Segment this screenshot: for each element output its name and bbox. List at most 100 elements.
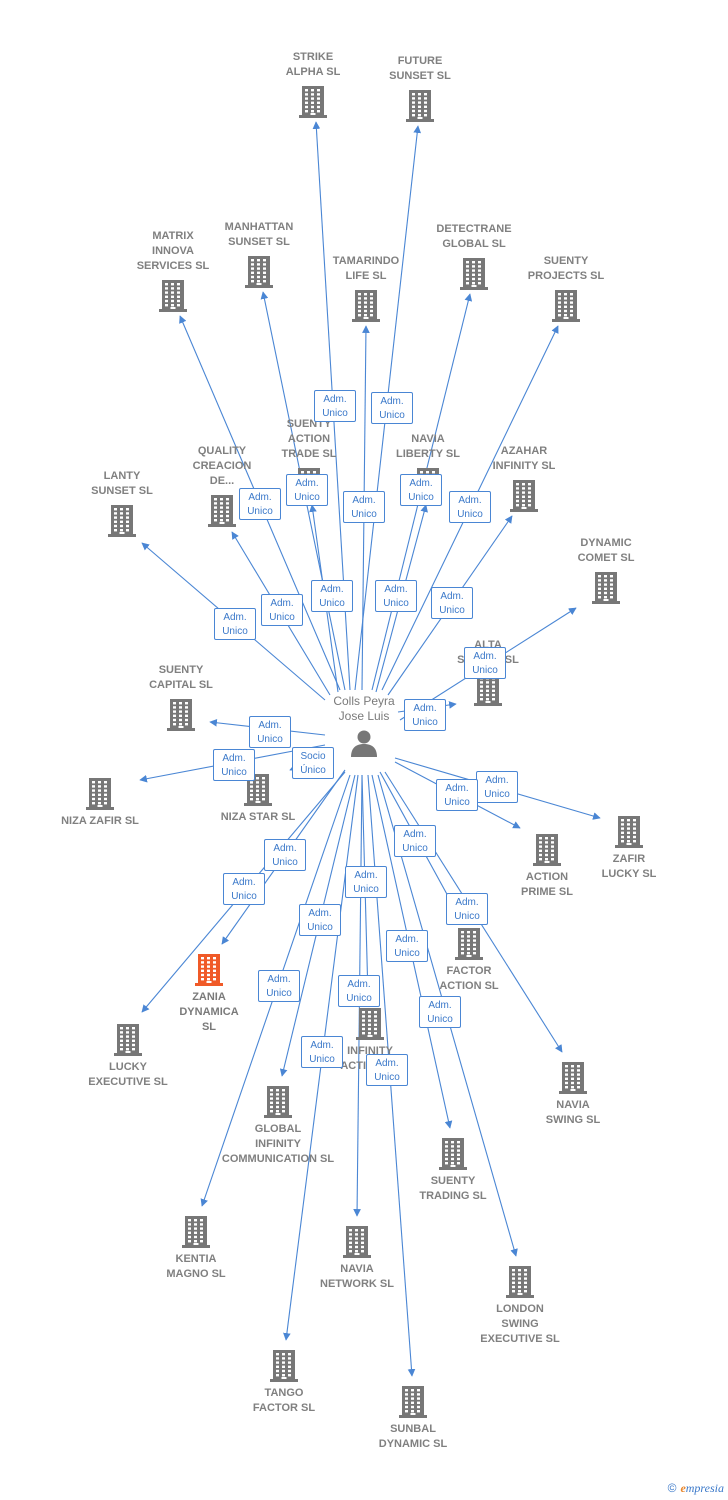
building-icon: [195, 954, 223, 986]
role-badge[interactable]: Adm. Unico: [375, 580, 417, 612]
role-badge[interactable]: Adm. Unico: [343, 491, 385, 523]
company-label: NIZA ZAFIR SL: [61, 815, 139, 827]
company-label: NIZA STAR SL: [220, 811, 296, 823]
role-badge[interactable]: Adm. Unico: [431, 587, 473, 619]
role-badge[interactable]: Adm. Unico: [419, 996, 461, 1028]
person-node[interactable]: Colls Peyra Jose Luis: [304, 694, 424, 758]
brand-initial: e: [680, 1481, 686, 1495]
company-node-zafirlucky[interactable]: ZAFIR LUCKY SL: [569, 814, 689, 882]
building-icon: [245, 256, 273, 288]
role-badge[interactable]: Socio Único: [292, 747, 334, 779]
company-label: TAMARINDO LIFE SL: [332, 255, 400, 282]
role-badge[interactable]: Adm. Unico: [338, 975, 380, 1007]
role-badge[interactable]: Adm. Unico: [404, 699, 446, 731]
company-node-suentycap[interactable]: SUENTY CAPITAL SL: [121, 663, 241, 731]
company-label: LANTY SUNSET SL: [91, 470, 153, 497]
role-badge[interactable]: Adm. Unico: [264, 839, 306, 871]
role-badge[interactable]: Adm. Unico: [314, 390, 356, 422]
company-node-nizastar[interactable]: NIZA STAR SL: [198, 772, 318, 825]
building-icon: [108, 505, 136, 537]
building-icon: [506, 1266, 534, 1298]
role-badge[interactable]: Adm. Unico: [394, 825, 436, 857]
building-icon: [159, 280, 187, 312]
building-icon: [299, 86, 327, 118]
company-label: DETECTRANE GLOBAL SL: [436, 223, 512, 250]
company-label: NAVIA SWING SL: [545, 1099, 601, 1126]
company-label: MATRIX INNOVA SERVICES SL: [136, 230, 210, 272]
building-icon: [182, 1216, 210, 1248]
company-label: QUALITY CREACION DE...: [192, 445, 252, 487]
building-icon: [592, 572, 620, 604]
company-node-lanty[interactable]: LANTY SUNSET SL: [62, 469, 182, 537]
company-label: MANHATTAN SUNSET SL: [224, 221, 294, 248]
company-node-dynamic[interactable]: DYNAMIC COMET SL: [546, 536, 666, 604]
role-badge[interactable]: Adm. Unico: [214, 608, 256, 640]
role-badge[interactable]: Adm. Unico: [261, 594, 303, 626]
role-badge[interactable]: Adm. Unico: [400, 474, 442, 506]
role-badge[interactable]: Adm. Unico: [449, 491, 491, 523]
role-badge[interactable]: Adm. Unico: [213, 749, 255, 781]
company-node-naviaswing[interactable]: NAVIA SWING SL: [513, 1060, 633, 1128]
company-label: KENTIA MAGNO SL: [166, 1253, 226, 1280]
brand-footer: ©empresia: [668, 1481, 724, 1496]
company-node-kentia[interactable]: KENTIA MAGNO SL: [136, 1214, 256, 1282]
role-badge[interactable]: Adm. Unico: [239, 488, 281, 520]
company-node-suentyproj[interactable]: SUENTY PROJECTS SL: [506, 254, 626, 322]
company-node-factor[interactable]: FACTOR ACTION SL: [409, 926, 529, 994]
company-node-navianet[interactable]: NAVIA NETWORK SL: [297, 1224, 417, 1292]
company-label: SUENTY PROJECTS SL: [527, 255, 605, 282]
company-node-nizazafir[interactable]: NIZA ZAFIR SL: [40, 776, 160, 829]
company-node-sunbal[interactable]: SUNBAL DYNAMIC SL: [353, 1384, 473, 1452]
role-badge[interactable]: Adm. Unico: [258, 970, 300, 1002]
company-node-azahar[interactable]: AZAHAR INFINITY SL: [464, 444, 584, 512]
person-name: Colls Peyra Jose Luis: [333, 694, 395, 723]
company-label: NAVIA NETWORK SL: [320, 1263, 394, 1290]
role-badge[interactable]: Adm. Unico: [311, 580, 353, 612]
role-badge[interactable]: Adm. Unico: [464, 647, 506, 679]
company-node-suentytrad[interactable]: SUENTY TRADING SL: [393, 1136, 513, 1204]
company-label: FUTURE SUNSET SL: [389, 55, 451, 82]
role-badge[interactable]: Adm. Unico: [386, 930, 428, 962]
company-node-matrix[interactable]: MATRIX INNOVA SERVICES SL: [113, 229, 233, 312]
company-node-actionprime[interactable]: ACTION PRIME SL: [487, 832, 607, 900]
company-label: GLOBAL INFINITY COMMUNICATION SL: [221, 1123, 335, 1165]
building-icon: [533, 834, 561, 866]
company-label: FACTOR ACTION SL: [439, 965, 499, 992]
company-label: SUENTY TRADING SL: [419, 1175, 487, 1202]
role-badge[interactable]: Adm. Unico: [476, 771, 518, 803]
role-badge[interactable]: Adm. Unico: [366, 1054, 408, 1086]
building-icon: [264, 1086, 292, 1118]
brand-name: mpresia: [685, 1481, 724, 1495]
building-icon: [167, 699, 195, 731]
building-icon: [559, 1062, 587, 1094]
company-node-tamarindo[interactable]: TAMARINDO LIFE SL: [306, 254, 426, 322]
building-icon: [244, 774, 272, 806]
company-label: SUNBAL DYNAMIC SL: [378, 1423, 448, 1450]
building-icon: [439, 1138, 467, 1170]
company-label: ACTION PRIME SL: [521, 871, 573, 898]
role-badge[interactable]: Adm. Unico: [299, 904, 341, 936]
building-icon: [86, 778, 114, 810]
company-node-strike[interactable]: STRIKE ALPHA SL: [253, 50, 373, 118]
company-node-manhattan[interactable]: MANHATTAN SUNSET SL: [199, 220, 319, 288]
company-node-tango[interactable]: TANGO FACTOR SL: [224, 1348, 344, 1416]
company-node-future[interactable]: FUTURE SUNSET SL: [360, 54, 480, 122]
company-node-quality[interactable]: QUALITY CREACION DE...: [162, 444, 282, 527]
role-badge[interactable]: Adm. Unico: [301, 1036, 343, 1068]
company-node-lucky[interactable]: LUCKY EXECUTIVE SL: [68, 1022, 188, 1090]
company-node-london[interactable]: LONDON SWING EXECUTIVE SL: [460, 1264, 580, 1347]
building-icon: [510, 480, 538, 512]
role-badge[interactable]: Adm. Unico: [345, 866, 387, 898]
role-badge[interactable]: Adm. Unico: [371, 392, 413, 424]
company-node-zania[interactable]: ZANIA DYNAMICA SL: [149, 952, 269, 1035]
role-badge[interactable]: Adm. Unico: [436, 779, 478, 811]
role-badge[interactable]: Adm. Unico: [286, 474, 328, 506]
role-badge[interactable]: Adm. Unico: [223, 873, 265, 905]
company-node-detectrane[interactable]: DETECTRANE GLOBAL SL: [414, 222, 534, 290]
role-badge[interactable]: Adm. Unico: [446, 893, 488, 925]
role-badge[interactable]: Adm. Unico: [249, 716, 291, 748]
company-node-global[interactable]: GLOBAL INFINITY COMMUNICATION SL: [218, 1084, 338, 1167]
company-label: STRIKE ALPHA SL: [285, 51, 341, 78]
building-icon: [270, 1350, 298, 1382]
